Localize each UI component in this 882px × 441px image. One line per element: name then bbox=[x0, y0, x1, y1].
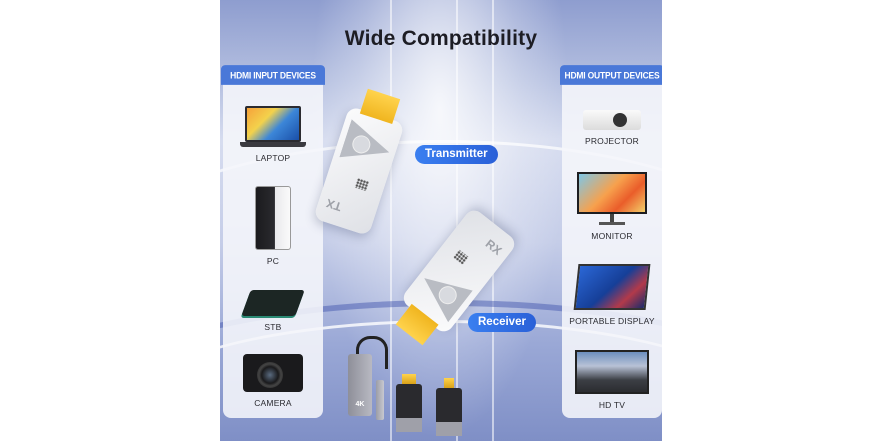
device-monitor: MONITOR bbox=[562, 172, 662, 241]
panel-header: HDMI OUTPUT DEVICES bbox=[560, 65, 662, 85]
transmitter-label: Transmitter bbox=[415, 145, 498, 164]
desktop-pc-icon bbox=[255, 186, 291, 250]
device-pc: PC bbox=[223, 186, 323, 266]
set-top-box-icon bbox=[241, 290, 305, 316]
device-stb: STB bbox=[223, 290, 323, 332]
rx-mark: RX bbox=[482, 236, 505, 258]
device-label: HD TV bbox=[598, 400, 626, 410]
device-projector: PROJECTOR bbox=[562, 110, 662, 146]
adapter-cable bbox=[356, 336, 388, 369]
device-label: CAMERA bbox=[254, 398, 292, 408]
speaker-grill-icon bbox=[453, 249, 469, 265]
device-label: STB bbox=[264, 322, 282, 332]
usb-c-hdmi-adapter: 4K bbox=[348, 354, 372, 416]
device-portable-display: PORTABLE DISPLAY bbox=[562, 264, 662, 326]
device-laptop: LAPTOP bbox=[223, 106, 323, 163]
device-label: PORTABLE DISPLAY bbox=[569, 316, 655, 326]
device-label: PC bbox=[266, 256, 280, 266]
device-label: MONITOR bbox=[591, 231, 633, 241]
camera-icon bbox=[243, 354, 303, 392]
product-image: Wide Compatibility HDMI INPUT DEVICES LA… bbox=[220, 0, 662, 441]
decorative-arc bbox=[220, 140, 662, 386]
tv-icon bbox=[575, 350, 649, 394]
device-camera: CAMERA bbox=[223, 354, 323, 408]
monitor-icon bbox=[562, 172, 662, 225]
laptop-icon bbox=[223, 106, 323, 147]
usb-c-plug-icon bbox=[376, 380, 384, 420]
projector-icon bbox=[583, 110, 641, 130]
device-label: LAPTOP bbox=[255, 153, 291, 163]
portable-display-icon bbox=[573, 264, 651, 310]
tx-mark: TX bbox=[324, 195, 344, 214]
output-devices-panel: HDMI OUTPUT DEVICES PROJECTOR MONITOR PO… bbox=[560, 65, 662, 418]
4k-badge: 4K bbox=[355, 401, 365, 408]
panel-header: HDMI INPUT DEVICES bbox=[221, 65, 325, 85]
device-hd-tv: HD TV bbox=[562, 350, 662, 410]
page-title: Wide Compatibility bbox=[344, 27, 538, 50]
device-label: PROJECTOR bbox=[584, 136, 640, 146]
receiver-label: Receiver bbox=[468, 313, 536, 332]
mini-hdmi-converter bbox=[436, 378, 462, 436]
speaker-grill-icon bbox=[354, 177, 370, 192]
input-devices-panel: HDMI INPUT DEVICES LAPTOP PC STB CAMERA bbox=[221, 65, 325, 418]
hdmi-converter bbox=[396, 374, 422, 432]
